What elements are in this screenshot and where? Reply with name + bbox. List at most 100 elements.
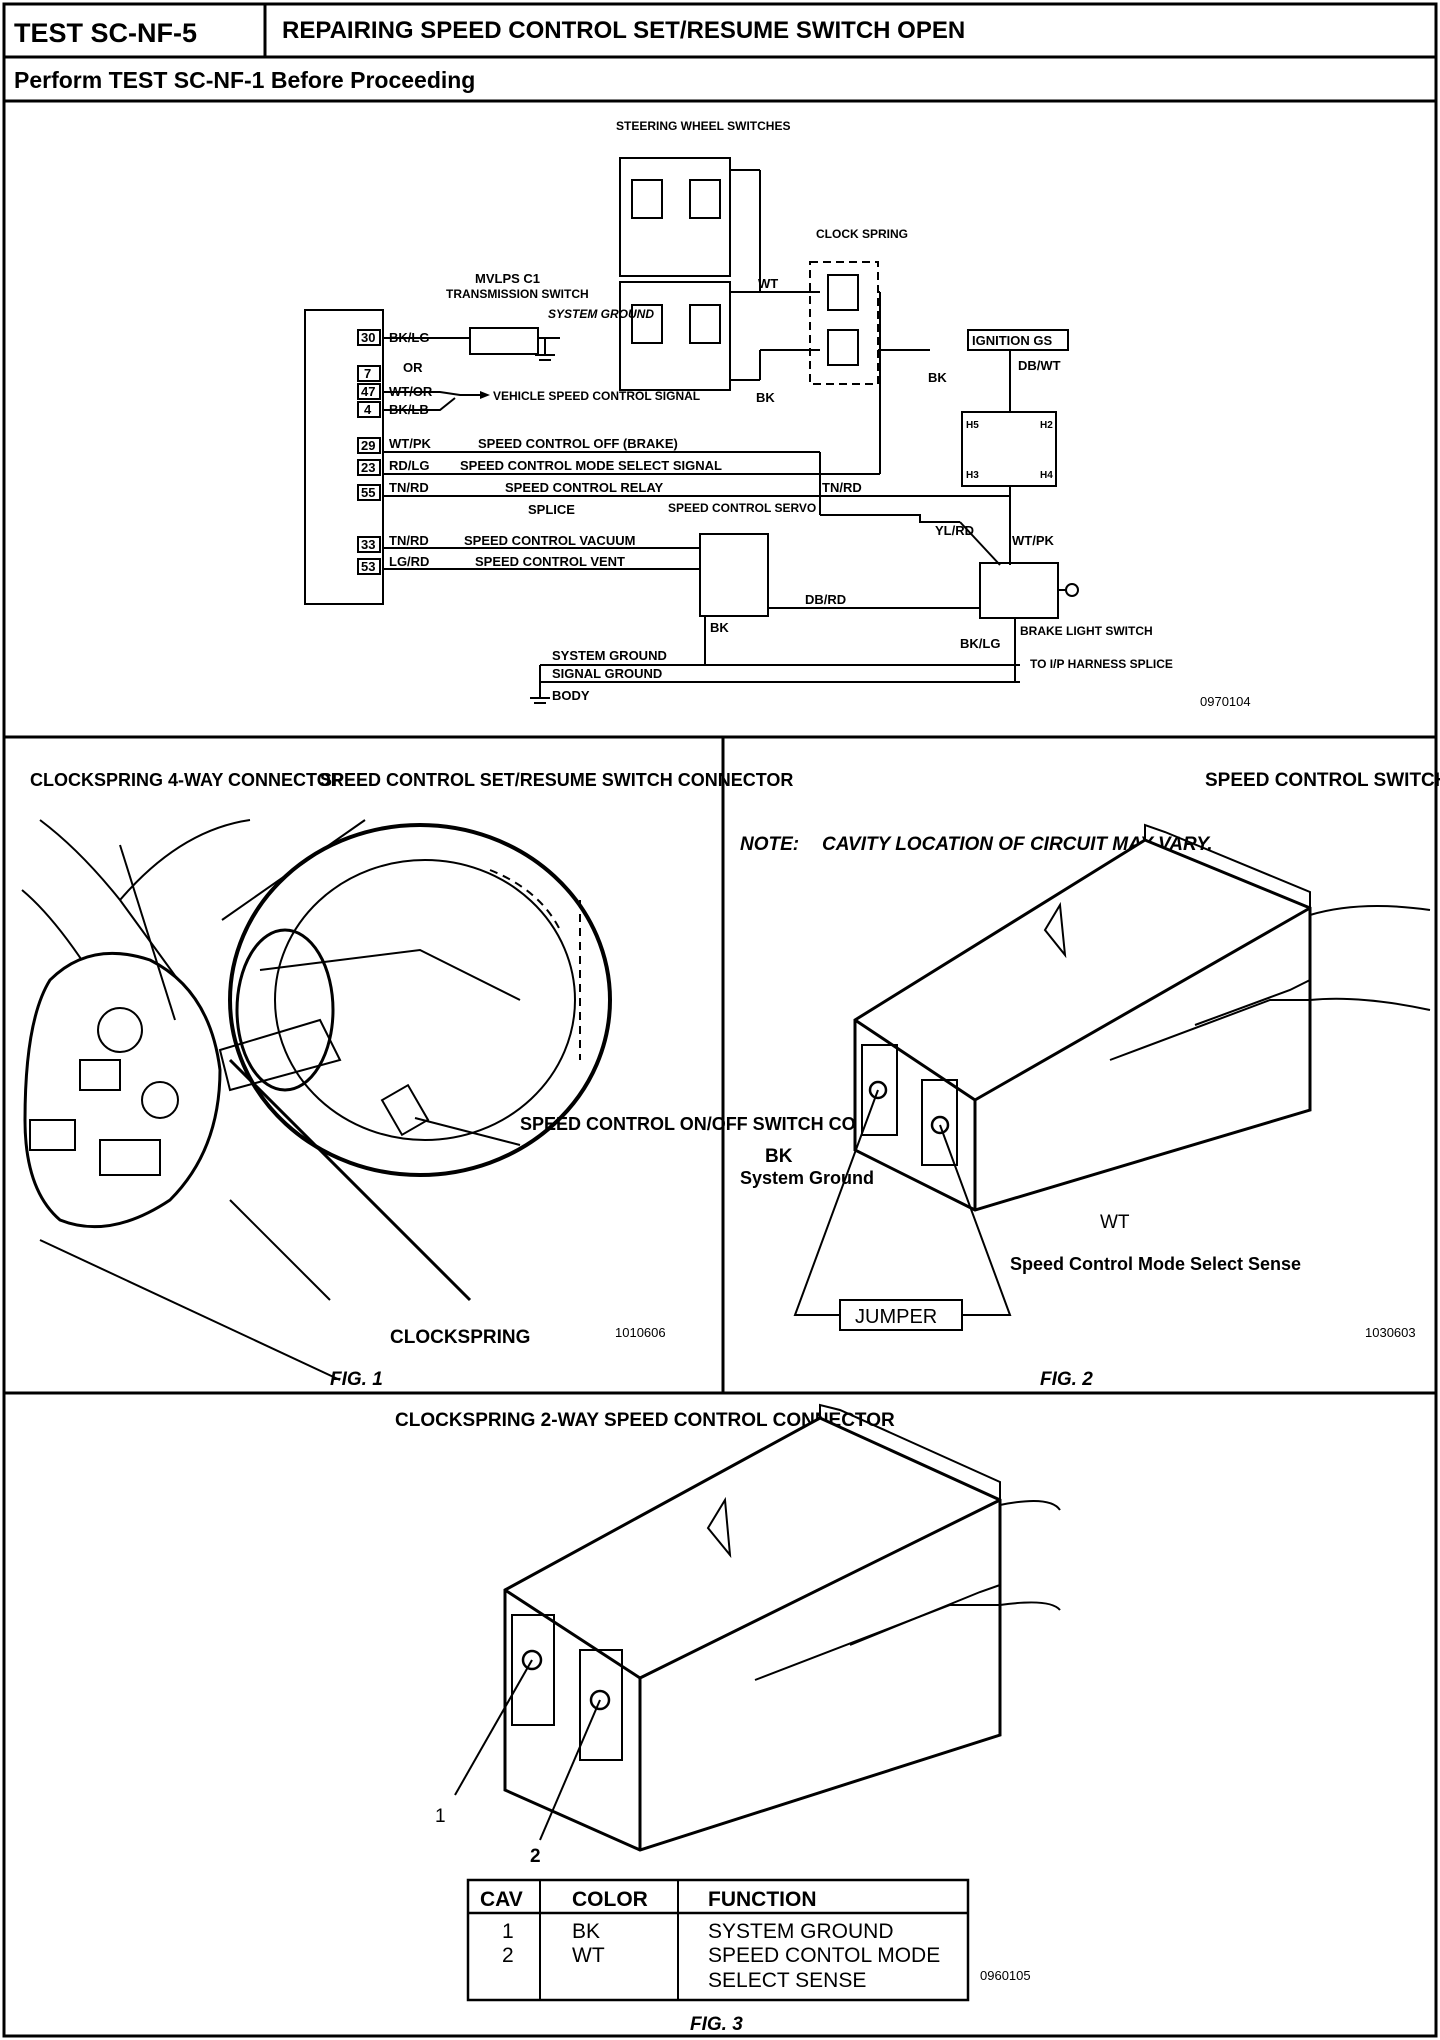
- fig1-steering-column: CLOCKSPRING 4-WAY CONNECTOR SPEED CONTRO…: [21, 770, 944, 1390]
- fig2-bk-label: BK: [765, 1146, 793, 1167]
- fig2-bk-desc: System Ground: [740, 1168, 874, 1188]
- fig2-caption: FIG. 2: [1040, 1369, 1093, 1390]
- splice-label: SPLICE: [528, 502, 575, 517]
- fig3-cavity-table: CAV COLOR FUNCTION 1 BK SYSTEM GROUND 2 …: [466, 1878, 970, 2002]
- mvlps-c1: MVLPS C1: [475, 271, 540, 286]
- fig2-switch-connector: SPEED CONTROL SWITCH CONNECTOR NOTE: CAV…: [740, 770, 1440, 1390]
- fig2-jumper: JUMPER: [855, 1306, 937, 1328]
- fig3-title: CLOCKSPRING 2-WAY SPEED CONTROL CONNECTO…: [395, 1410, 895, 1431]
- clock-spring-label: CLOCK SPRING: [816, 227, 908, 241]
- relay-pin-h5: H5: [966, 420, 979, 431]
- wire-wt: WT: [758, 276, 778, 291]
- steering-switch-box-upper: [619, 157, 731, 277]
- fig3-cavity-1: [511, 1614, 555, 1726]
- wire-color-tn-rd-vacuum: TN/RD: [389, 533, 429, 548]
- fig2-jumper-box: [839, 1299, 963, 1331]
- fig1-onoff-connector: SPEED CONTROL ON/OFF SWITCH CONNECTOR: [520, 1114, 944, 1134]
- steering-wheel-switches: STEERING WHEEL SWITCHES: [616, 119, 790, 133]
- ground-body: BODY: [552, 688, 590, 703]
- wire-color-wt-pk: WT/PK: [389, 436, 431, 451]
- fig1-set-resume-connector: SPEED CONTROL SET/RESUME SWITCH CONNECTO…: [320, 770, 793, 790]
- fig3-image-id: 0960105: [980, 1968, 1031, 1983]
- fig2-wt-desc: Speed Control Mode Select Sense: [1010, 1254, 1301, 1274]
- table-row-2-color: WT: [572, 1944, 605, 1967]
- relay-pin-h4: H4: [1040, 470, 1053, 481]
- fig3-connector-body: [503, 1416, 1002, 1852]
- pin-7: 7: [364, 366, 371, 381]
- table-row-2-cav: 2: [502, 1944, 514, 1967]
- wire-color-tn-rd-relay: TN/RD: [389, 480, 429, 495]
- fig2-image-id: 1030603: [1365, 1325, 1416, 1340]
- speed-control-servo: SPEED CONTROL SERVO: [668, 501, 816, 515]
- fig1-clockspring-4way: CLOCKSPRING 4-WAY CONNECTOR: [30, 770, 344, 790]
- transmission-switch: TRANSMISSION SWITCH: [446, 287, 589, 301]
- fig3-caption: FIG. 3: [690, 2014, 743, 2035]
- wire-label-vent: SPEED CONTROL VENT: [475, 554, 625, 569]
- wiring-schematic: 30 7 47 4 29 23 55 33 53 BK/LG OR WT/OR …: [304, 119, 1251, 709]
- table-row-1-color: BK: [572, 1920, 600, 1943]
- wire-color-lg-rd: LG/RD: [389, 554, 429, 569]
- fig1-caption: FIG. 1: [330, 1369, 383, 1390]
- pin-30: 30: [361, 330, 375, 345]
- wire-bk-servo: BK: [710, 620, 729, 635]
- fig3-cavity-2: [579, 1649, 623, 1761]
- ground-signal: SIGNAL GROUND: [552, 666, 662, 681]
- steering-switch-box-lower: [619, 281, 731, 391]
- ignition-box: [967, 329, 1069, 351]
- pin-55: 55: [361, 485, 375, 500]
- ground-system: SYSTEM GROUND: [552, 648, 667, 663]
- wire-bk-steering: BK: [756, 390, 775, 405]
- servo-box: [699, 533, 769, 617]
- vehicle-speed-signal: VEHICLE SPEED CONTROL SIGNAL: [493, 389, 700, 403]
- system-ground-label: SYSTEM GROUND: [548, 307, 654, 321]
- test-id: TEST SC-NF-5: [14, 18, 197, 48]
- pin-labels: 30 7 47 4 29 23 55 33 53: [357, 329, 381, 575]
- wire-bk-clockspring: BK: [928, 370, 947, 385]
- clock-spring-box: [809, 261, 879, 385]
- table-row-1-cav: 1: [502, 1920, 514, 1943]
- fig3-cav1-label: 1: [435, 1806, 446, 1827]
- fig1-image-id: 1010606: [615, 1325, 666, 1340]
- page-subtitle: Perform TEST SC-NF-1 Before Proceeding: [14, 67, 475, 93]
- wire-wt-pk: WT/PK: [1012, 533, 1054, 548]
- pin-47: 47: [361, 384, 375, 399]
- fig3-clockspring-connector: CLOCKSPRING 2-WAY SPEED CONTROL CONNECTO…: [395, 1403, 1061, 2035]
- table-row-2-function: SPEED CONTOL MODE SELECT SENSE: [708, 1944, 946, 1992]
- fig2-cavity-wt: [921, 1079, 958, 1166]
- table-header-function: FUNCTION: [708, 1888, 817, 1911]
- fig2-note-text: CAVITY LOCATION OF CIRCUIT MAY VARY.: [822, 834, 1213, 855]
- or-label: OR: [403, 360, 423, 375]
- wire-label-mode-select: SPEED CONTROL MODE SELECT SIGNAL: [460, 458, 722, 473]
- brake-light-switch: BRAKE LIGHT SWITCH: [1020, 624, 1153, 638]
- table-header-cav: CAV: [480, 1888, 523, 1911]
- page-title: REPAIRING SPEED CONTROL SET/RESUME SWITC…: [282, 17, 965, 44]
- wire-db-rd: DB/RD: [805, 592, 846, 607]
- table-row-1-function: SYSTEM GROUND: [708, 1920, 894, 1943]
- fig1-clockspring: CLOCKSPRING: [390, 1327, 530, 1348]
- wire-bk-lg: BK/LG: [960, 636, 1000, 651]
- wire-color-rd-lg: RD/LG: [389, 458, 429, 473]
- pin-33: 33: [361, 537, 375, 552]
- to-ip-harness-splice: TO I/P HARNESS SPLICE: [1030, 657, 1173, 671]
- wire-label-brake: SPEED CONTROL OFF (BRAKE): [478, 436, 678, 451]
- transmission-switch-box: [469, 327, 539, 355]
- schematic-image-id: 0970104: [1200, 694, 1251, 709]
- fig2-note-label: NOTE:: [740, 834, 799, 855]
- wire-tn-rd: TN/RD: [822, 480, 862, 495]
- pin-4: 4: [364, 402, 372, 417]
- fig2-title: SPEED CONTROL SWITCH CONNECTOR: [1205, 770, 1440, 791]
- relay-pin-h2: H2: [1040, 420, 1053, 431]
- fig2-cavity-bk: [861, 1044, 898, 1136]
- wire-label-vacuum: SPEED CONTROL VACUUM: [464, 533, 635, 548]
- fig2-wt-label: WT: [1100, 1212, 1130, 1233]
- wire-db-wt: DB/WT: [1018, 358, 1061, 373]
- module-block: [304, 309, 384, 605]
- fig3-cav2-label: 2: [530, 1846, 541, 1867]
- brake-light-switch-box: [979, 562, 1059, 619]
- pin-23: 23: [361, 460, 375, 475]
- pin-53: 53: [361, 559, 375, 574]
- wire-label-relay: SPEED CONTROL RELAY: [505, 480, 664, 495]
